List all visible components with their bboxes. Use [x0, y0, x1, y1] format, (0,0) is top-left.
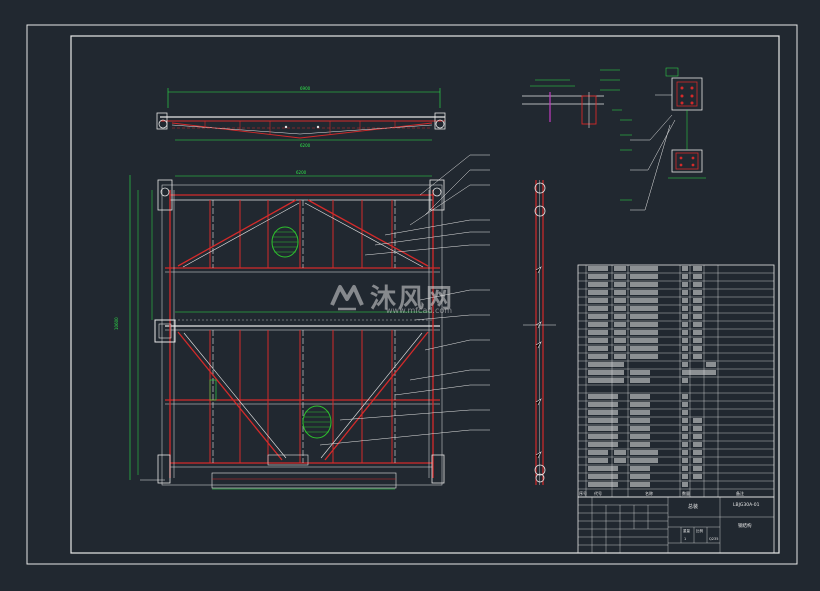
plate-green-lower	[302, 405, 332, 439]
parts-header-code: 代号	[594, 490, 602, 496]
parts-header-note: 备注	[736, 490, 744, 496]
detail-view-a	[522, 69, 622, 128]
drawing-frame	[70, 35, 780, 554]
title-drawing-no: LBJG30A-01	[733, 502, 760, 508]
plan-view: 10600 6200	[114, 154, 490, 490]
watermark: 沐风网	[330, 276, 500, 316]
dim-plan-left: 10600	[114, 317, 119, 330]
watermark-url: www.mfcad.com	[386, 306, 453, 315]
top-elevation-view: 6900 6200	[156, 86, 446, 148]
watermark-brand: 沐风网	[370, 283, 455, 314]
title-main: 总装	[688, 503, 698, 510]
title-qty: 1	[684, 537, 686, 541]
dim-plan-top: 6200	[296, 170, 307, 175]
title-block: LBJG30A-01 总装 钢结构 重量 比例 Q235 1	[577, 496, 775, 554]
detail-view-b	[620, 67, 706, 211]
title-weight-label: 重量	[683, 528, 691, 533]
sheet-outer-border	[26, 24, 798, 565]
dim-top-inner: 6200	[300, 143, 311, 148]
parts-header-no: 序号	[579, 490, 587, 496]
parts-header-qty: 数量	[682, 490, 690, 496]
mf-logo-icon	[330, 285, 364, 311]
side-elevation-view	[523, 180, 556, 485]
title-material: Q235	[709, 537, 718, 541]
parts-list-table: 序号 代号 名称 数量 备注	[577, 264, 775, 498]
parts-header-name: 名称	[645, 490, 653, 496]
title-scale-label: 比例	[696, 528, 704, 533]
dim-top-overall: 6900	[300, 86, 311, 91]
title-name-label: 钢结构	[738, 522, 752, 529]
